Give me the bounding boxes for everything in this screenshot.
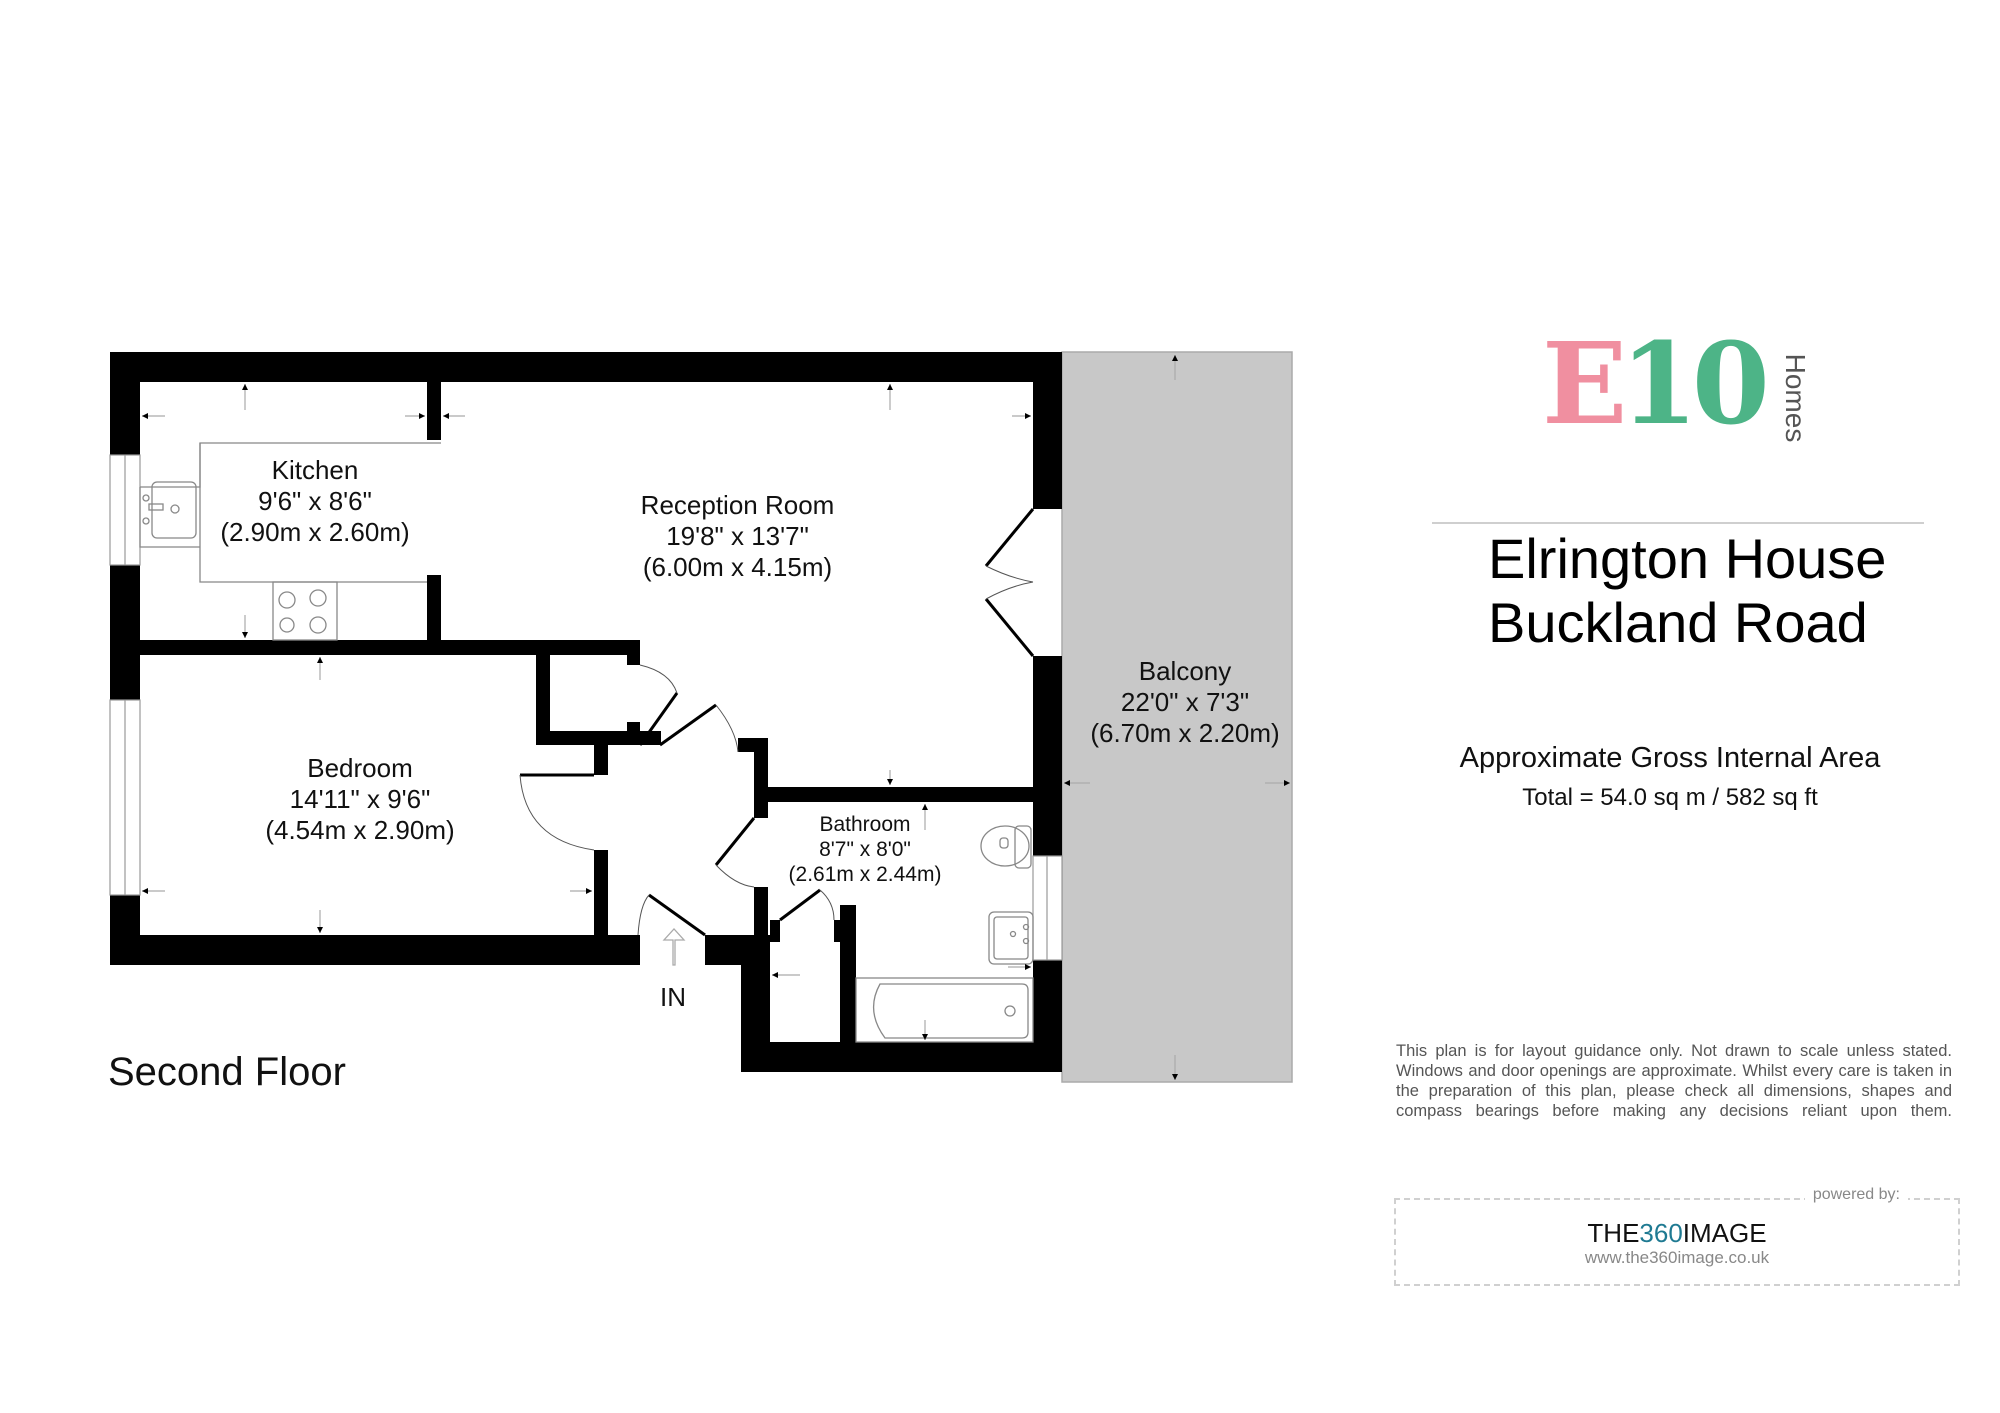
room-name: Bedroom — [307, 753, 413, 783]
room-label-balcony: Balcony 22'0" x 7'3" (6.70m x 2.20m) — [1070, 656, 1300, 750]
room-label-bedroom: Bedroom 14'11" x 9'6" (4.54m x 2.90m) — [235, 753, 485, 847]
entrance-label: IN — [660, 982, 686, 1012]
the360image-brand: THE360IMAGE — [1396, 1218, 1958, 1249]
bathroom-fixtures — [855, 825, 1034, 1043]
room-dimension-metric: (4.54m x 2.90m) — [265, 815, 455, 846]
property-street: Buckland Road — [1488, 591, 1868, 654]
room-dimension-imperial: 22'0" x 7'3" — [1120, 687, 1250, 718]
entrance-arrow-icon — [662, 928, 686, 966]
room-name: Balcony — [1138, 656, 1232, 686]
room-dimension-metric: (6.00m x 4.15m) — [642, 552, 833, 583]
room-label-kitchen: Kitchen 9'6" x 8'6" (2.90m x 2.60m) — [200, 455, 430, 549]
kitchen-fixtures — [139, 442, 441, 641]
room-dimension-metric: (6.70m x 2.20m) — [1090, 718, 1280, 749]
room-dimension-metric: (2.90m x 2.60m) — [220, 517, 410, 548]
divider-line — [1432, 522, 1924, 524]
windows — [109, 454, 1063, 961]
room-dimension-metric: (2.61m x 2.44m) — [788, 863, 942, 887]
property-title: Elrington House Buckland Road — [1488, 527, 1886, 655]
reception-door — [659, 703, 717, 747]
logo-ten: 10 — [1620, 319, 1770, 450]
powered-by-label: powered by: — [1804, 1186, 1908, 1204]
bath-icon — [855, 977, 1034, 1043]
room-name: Reception Room — [640, 490, 835, 520]
room-name: Bathroom — [819, 813, 911, 836]
brand-prefix: THE — [1587, 1218, 1640, 1248]
doors — [519, 508, 1035, 937]
balcony-area — [1061, 351, 1293, 1083]
hob-icon — [272, 581, 338, 641]
balcony-door — [984, 508, 1035, 657]
bathroom-door — [714, 817, 756, 866]
room-label-bathroom: Bathroom 8'7" x 8'0" (2.61m x 2.44m) — [770, 812, 960, 888]
floor-name: Second Floor — [108, 1050, 346, 1094]
disclaimer-text: This plan is for layout guidance only. N… — [1396, 1042, 1952, 1120]
room-dimension-imperial: 8'7" x 8'0" — [819, 838, 911, 862]
entrance-door — [648, 893, 706, 937]
room-label-reception: Reception Room 19'8" x 13'7" (6.00m x 4.… — [600, 490, 875, 584]
brand-suffix: IMAGE — [1682, 1218, 1767, 1248]
e10-homes-logo: E 10 Homes — [1542, 319, 1832, 450]
washbasin-icon — [988, 911, 1034, 965]
closet-door — [638, 692, 679, 746]
logo-homes: Homes — [1780, 353, 1811, 443]
area-heading: Approximate Gross Internal Area — [1459, 742, 1881, 774]
room-dimension-imperial: 14'11" x 9'6" — [289, 784, 431, 815]
area-total: Total = 54.0 sq m / 582 sq ft — [1522, 784, 1818, 811]
room-dimension-imperial: 9'6" x 8'6" — [258, 486, 372, 517]
brand-accent: 360 — [1639, 1218, 1683, 1248]
logo-e: E — [1542, 319, 1627, 450]
room-name: Kitchen — [271, 455, 359, 485]
brand-url: www.the360image.co.uk — [1584, 1248, 1770, 1267]
dimension-arrows — [142, 355, 1290, 1080]
room-dimension-imperial: 19'8" x 13'7" — [666, 521, 809, 552]
cupboard-door — [779, 888, 821, 922]
powered-by-box: powered by: THE360IMAGE www.the360image.… — [1394, 1186, 1960, 1286]
toilet-icon — [980, 825, 1030, 867]
property-name: Elrington House — [1488, 527, 1887, 590]
walls — [110, 352, 1062, 1072]
